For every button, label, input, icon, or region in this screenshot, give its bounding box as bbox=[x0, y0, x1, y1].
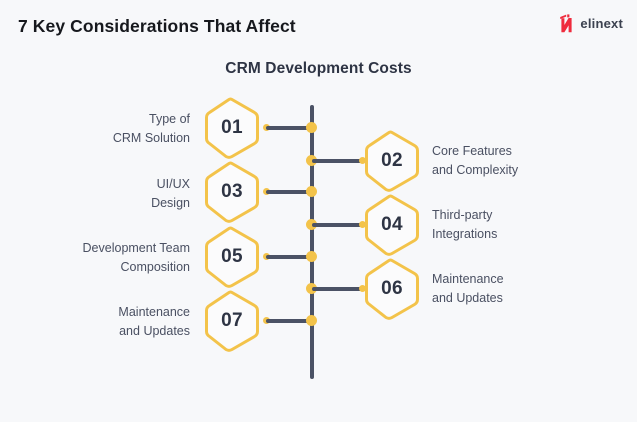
hexagon-number-01: 01 bbox=[221, 117, 243, 138]
connector-dot-spine-06 bbox=[306, 283, 317, 294]
connector-dot-spine-03 bbox=[306, 186, 317, 197]
node-label-04: Third-party Integrations bbox=[432, 208, 498, 241]
hexagon-number-06: 06 bbox=[381, 278, 403, 299]
connector-line-04 bbox=[312, 223, 362, 227]
hexagon-07[interactable]: 07 bbox=[204, 290, 260, 352]
hexagon-number-05: 05 bbox=[221, 246, 243, 267]
subtitle: CRM Development Costs bbox=[225, 60, 412, 77]
brand-logo: elinext bbox=[559, 14, 623, 33]
connector-dot-spine-01 bbox=[306, 122, 317, 133]
hexagon-05[interactable]: 05 bbox=[204, 226, 260, 288]
connector-dot-spine-02 bbox=[306, 155, 317, 166]
connector-line-05 bbox=[266, 255, 312, 259]
hexagon-number-04: 04 bbox=[381, 214, 403, 235]
hexagon-01[interactable]: 01 bbox=[204, 97, 260, 159]
hexagon-number-03: 03 bbox=[221, 181, 243, 202]
hexagon-number-02: 02 bbox=[381, 150, 403, 171]
node-label-06: Maintenance and Updates bbox=[432, 272, 504, 305]
hexagon-06[interactable]: 06 bbox=[364, 258, 420, 320]
node-label-07: Maintenance and Updates bbox=[118, 305, 190, 338]
timeline-spine bbox=[310, 105, 314, 379]
hexagon-number-07: 07 bbox=[221, 310, 243, 331]
elinext-n-logo-icon bbox=[559, 14, 574, 33]
connector-line-07 bbox=[266, 319, 312, 323]
brand-name: elinext bbox=[580, 16, 623, 31]
hexagon-02[interactable]: 02 bbox=[364, 130, 420, 192]
connector-dot-hex-04 bbox=[359, 221, 366, 228]
connector-dot-spine-05 bbox=[306, 251, 317, 262]
node-label-03: UI/UX Design bbox=[151, 177, 190, 210]
node-label-01: Type of CRM Solution bbox=[112, 112, 190, 145]
connector-dot-spine-04 bbox=[306, 219, 317, 230]
node-label-02: Core Features and Complexity bbox=[432, 144, 519, 177]
connector-line-03 bbox=[266, 190, 312, 194]
hexagon-04[interactable]: 04 bbox=[364, 194, 420, 256]
hexagon-03[interactable]: 03 bbox=[204, 161, 260, 223]
connector-line-01 bbox=[266, 126, 312, 130]
node-label-05: Development Team Composition bbox=[82, 241, 190, 274]
connector-line-06 bbox=[312, 287, 362, 291]
connector-dot-hex-06 bbox=[359, 285, 366, 292]
page-title: 7 Key Considerations That Affect bbox=[18, 16, 296, 36]
header: 7 Key Considerations That Affect elinext bbox=[0, 0, 637, 52]
connector-dot-spine-07 bbox=[306, 315, 317, 326]
connector-dot-hex-02 bbox=[359, 157, 366, 164]
connector-line-02 bbox=[312, 159, 362, 163]
